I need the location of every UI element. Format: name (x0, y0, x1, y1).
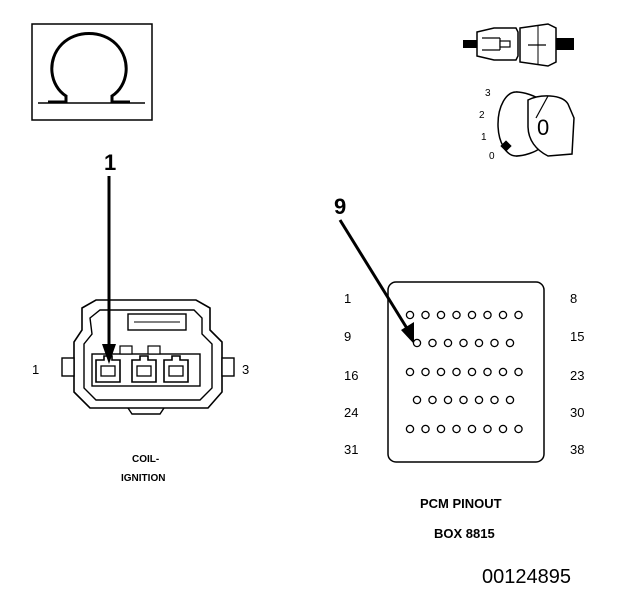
pcm-row-label-right-15: 15 (570, 329, 585, 344)
pcm-pin (514, 424, 523, 434)
pcm-pin (421, 310, 430, 320)
pcm-pin (412, 395, 422, 405)
ohm-symbol-box (31, 23, 153, 121)
pcm-pin (467, 424, 477, 434)
pcm-pin (452, 367, 461, 377)
coil-terminal-3 (163, 355, 189, 383)
pcm-callout-arrow (338, 219, 414, 344)
pcm-pin (490, 395, 499, 405)
ignition-switch-icon (497, 91, 575, 157)
pcm-row-label-right-8: 8 (570, 291, 578, 306)
pcm-connector-body (387, 281, 545, 463)
ignition-position-1: 1 (481, 132, 487, 143)
pcm-pin (505, 395, 515, 405)
pcm-pin (514, 310, 523, 320)
pcm-pin (483, 367, 492, 377)
pcm-row-label-left-16: 16 (344, 368, 359, 383)
coil-connector (61, 299, 235, 415)
pcm-row-label-right-23: 23 (570, 368, 585, 383)
pcm-pin (436, 424, 446, 434)
pcm-pin (443, 395, 453, 405)
pcm-pin (428, 338, 437, 348)
coil-pin-label-1: 1 (32, 362, 40, 377)
pcm-pin (452, 310, 461, 320)
pcm-row-label-left-9: 9 (344, 329, 352, 344)
connector-icon (463, 23, 574, 67)
pcm-pin (443, 338, 453, 348)
pcm-pin (459, 338, 468, 348)
pcm-pin (436, 367, 446, 377)
pcm-row-label-right-38: 38 (570, 442, 585, 457)
ohm-icon (48, 32, 130, 104)
pcm-pin (405, 424, 415, 434)
coil-callout-arrow (102, 176, 116, 364)
pcm-pin (405, 310, 415, 320)
pcm-pin-grid (405, 310, 523, 434)
coil-caption-line1: COIL- (132, 454, 160, 465)
pcm-pin (452, 424, 461, 434)
pcm-pin (514, 367, 523, 377)
ignition-position-2: 2 (479, 110, 485, 121)
pcm-row-label-left-31: 31 (344, 442, 359, 457)
pcm-pin (412, 338, 422, 348)
pcm-caption-line1: PCM PINOUT (420, 496, 502, 511)
ignition-position-3: 3 (485, 88, 491, 99)
pcm-pin (421, 367, 430, 377)
pcm-pin (405, 367, 415, 377)
coil-pin-label-3: 3 (242, 362, 250, 377)
pcm-pin (505, 338, 515, 348)
ignition-key-label: 0 (537, 115, 550, 140)
pcm-pin (467, 367, 477, 377)
pcm-row-label-left-24: 24 (344, 405, 359, 420)
pcm-pin (490, 338, 499, 348)
pcm-pin (459, 395, 468, 405)
pcm-pin (498, 424, 508, 434)
coil-caption-line2: IGNITION (121, 473, 166, 484)
pcm-row-label-right-30: 30 (570, 405, 585, 420)
pcm-pin (467, 310, 477, 320)
figure-number: 00124895 (482, 566, 571, 588)
pcm-pin (421, 424, 430, 434)
pcm-pin (498, 310, 508, 320)
pcm-caption-line2: BOX 8815 (434, 526, 495, 541)
pcm-pin (474, 338, 484, 348)
pcm-pin (498, 367, 508, 377)
coil-terminal-2 (131, 355, 157, 383)
pcm-row-label-left-1: 1 (344, 291, 352, 306)
coil-callout-number: 1 (104, 150, 117, 175)
pcm-pin (474, 395, 484, 405)
pcm-pin (483, 424, 492, 434)
ignition-position-0: 0 (489, 151, 495, 162)
pcm-pin (436, 310, 446, 320)
pcm-pin (483, 310, 492, 320)
coil-terminal-1 (95, 355, 121, 383)
pcm-pin (428, 395, 437, 405)
pcm-callout-number: 9 (334, 194, 347, 219)
